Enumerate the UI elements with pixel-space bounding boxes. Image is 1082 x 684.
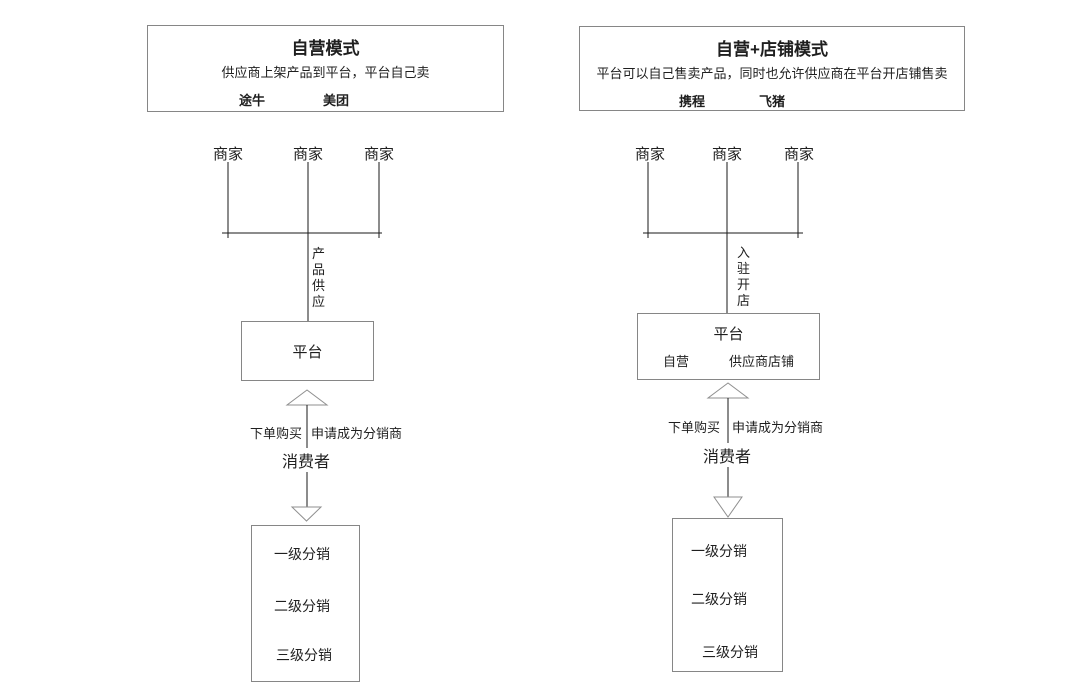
left-arrowhead-up-icon	[285, 389, 329, 406]
right-arrowhead-down-icon	[713, 496, 743, 518]
left-level-2: 二级分销	[274, 598, 330, 614]
left-mode-description: 供应商上架产品到平台，平台自己卖	[221, 65, 430, 80]
left-merchant-3: 商家	[363, 146, 395, 163]
left-merchant-2: 商家	[292, 146, 324, 163]
left-mode-title: 自营模式	[291, 39, 360, 58]
right-level-3: 三级分销	[702, 644, 758, 660]
right-platform-label: 平台	[713, 326, 744, 343]
right-mode-title: 自营+店铺模式	[716, 40, 828, 59]
left-brand-2: 美团	[323, 93, 350, 108]
right-distribution-box	[672, 518, 783, 672]
left-platform-label: 平台	[292, 343, 323, 361]
right-level-1: 一级分销	[691, 543, 747, 559]
right-merchant-2: 商家	[711, 146, 743, 163]
right-merchant-3: 商家	[783, 146, 815, 163]
left-flow-label: 产品供应	[311, 246, 325, 309]
right-brand-1: 携程	[679, 94, 706, 109]
right-brand-2: 飞猪	[759, 94, 786, 109]
left-distribution-box	[251, 525, 360, 682]
right-arrowhead-up-icon	[706, 382, 750, 399]
left-level-3: 三级分销	[276, 647, 332, 663]
right-flow-label: 入驻开店	[736, 245, 750, 308]
left-merchant-1: 商家	[212, 146, 244, 163]
left-arrowhead-down-icon	[290, 506, 323, 522]
right-platform-box: 平台 自营 供应商店铺	[637, 313, 820, 380]
right-mode-description: 平台可以自己售卖产品，同时也允许供应商在平台开店铺售卖	[596, 66, 948, 81]
right-platform-sub-2: 供应商店铺	[729, 354, 795, 369]
left-level-1: 一级分销	[274, 546, 330, 562]
right-consumer-label: 消费者	[699, 443, 755, 467]
right-platform-sub-1: 自营	[663, 354, 690, 369]
left-mode-box: 自营模式 供应商上架产品到平台，平台自己卖 途牛 美团	[147, 25, 504, 112]
right-apply-label: 申请成为分销商	[732, 420, 824, 435]
left-platform-box: 平台	[241, 321, 374, 381]
right-mode-box: 自营+店铺模式 平台可以自己售卖产品，同时也允许供应商在平台开店铺售卖 携程 飞…	[579, 26, 965, 111]
left-brand-1: 途牛	[239, 93, 266, 108]
left-consumer-label: 消费者	[278, 448, 334, 472]
right-level-2: 二级分销	[691, 591, 747, 607]
left-apply-label: 申请成为分销商	[311, 426, 403, 441]
right-merchant-1: 商家	[634, 146, 666, 163]
right-order-label: 下单购买	[668, 420, 721, 435]
left-order-label: 下单购买	[250, 426, 303, 441]
